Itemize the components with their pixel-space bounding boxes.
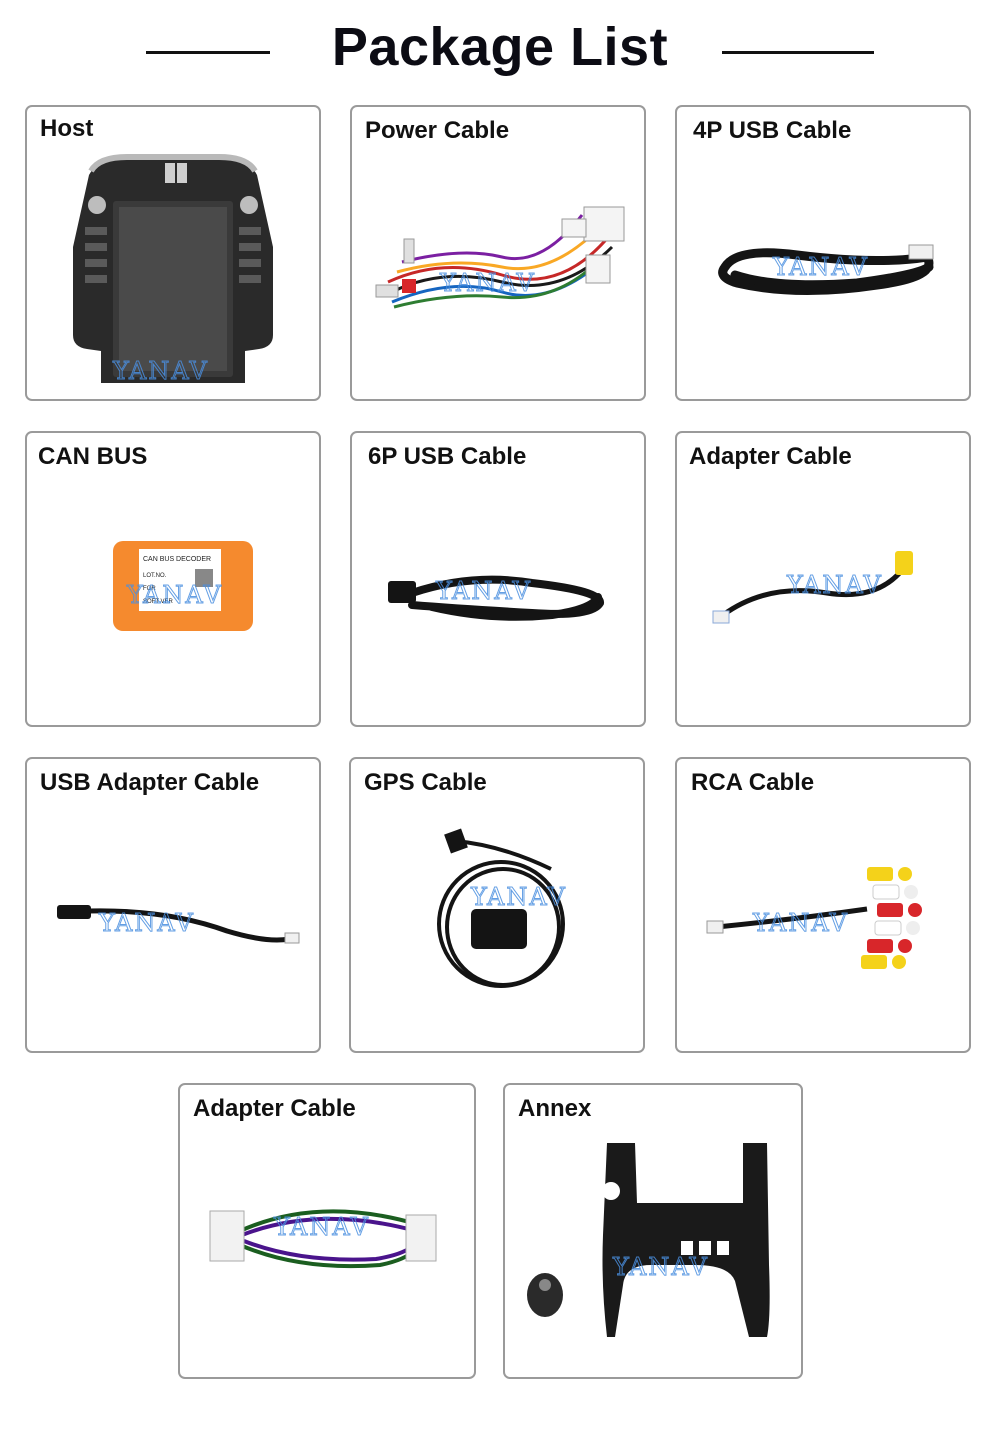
- sticker-line: SOFT VER: [143, 599, 174, 605]
- title-rule-left: [146, 51, 270, 54]
- sticker-line: FOR: [143, 586, 156, 592]
- item-card-power-cable: YANAV Power Cable: [350, 105, 646, 401]
- watermark-text: YANAV: [752, 909, 849, 937]
- item-card-host: YANAV Host: [25, 105, 321, 401]
- annex-bracket-image: YANAV: [527, 1143, 770, 1337]
- 6p-usb-cable-image: YANAV: [388, 575, 604, 621]
- usb-adapter-cable-image: YANAV: [57, 905, 300, 944]
- item-card-can-bus: CAN BUS DECODER LOT.NO. FOR SOFT VER YAN…: [25, 431, 321, 727]
- page-title: Package List: [331, 17, 669, 77]
- watermark-text: YANAV: [435, 577, 532, 605]
- item-label: 4P USB Cable: [693, 117, 852, 144]
- item-card-adapter-cable: YANAV Adapter Cable: [675, 431, 971, 727]
- watermark-text: YANAV: [772, 253, 869, 281]
- watermark-text: YANAV: [126, 581, 223, 609]
- item-card-adapter-cable-harness: YANAV Adapter Cable: [178, 1083, 476, 1379]
- item-label: RCA Cable: [691, 769, 815, 796]
- title-rule-right: [722, 51, 874, 54]
- item-label: CAN BUS: [38, 443, 148, 470]
- item-card-4p-usb-cable: YANAV 4P USB Cable: [675, 105, 971, 401]
- item-label: Adapter Cable: [193, 1095, 356, 1122]
- 4p-usb-cable-image: YANAV: [718, 244, 934, 295]
- gps-cable-image: YANAV: [437, 828, 567, 988]
- watermark-text: YANAV: [786, 571, 883, 599]
- item-label: Annex: [518, 1095, 592, 1122]
- watermark-text: YANAV: [112, 357, 209, 385]
- rca-cable-image: YANAV: [706, 867, 922, 969]
- item-card-usb-adapter-cable: YANAV USB Adapter Cable: [25, 757, 321, 1053]
- watermark-text: YANAV: [612, 1253, 709, 1281]
- item-card-6p-usb-cable: YANAV 6P USB Cable: [350, 431, 646, 727]
- adapter-harness-image: YANAV: [209, 1209, 437, 1269]
- header: Package List: [0, 0, 1000, 100]
- item-label: 6P USB Cable: [368, 443, 527, 470]
- watermark-text: YANAV: [98, 909, 195, 937]
- item-card-gps-cable: YANAV GPS Cable: [349, 757, 645, 1053]
- watermark-text: YANAV: [470, 883, 567, 911]
- sticker-line: CAN BUS DECODER: [143, 556, 211, 563]
- watermark-text: YANAV: [439, 269, 536, 297]
- item-label: GPS Cable: [364, 769, 487, 796]
- item-label: Power Cable: [365, 117, 510, 144]
- can-bus-decoder-image: CAN BUS DECODER LOT.NO. FOR SOFT VER YAN…: [113, 541, 253, 631]
- item-label: Host: [40, 115, 94, 142]
- item-label: Adapter Cable: [689, 443, 852, 470]
- item-card-rca-cable: YANAV RCA Cable: [675, 757, 971, 1053]
- item-label: USB Adapter Cable: [40, 769, 260, 796]
- host-radio-image: YANAV: [73, 154, 273, 386]
- sticker-line: LOT.NO.: [143, 573, 167, 579]
- item-card-annex: YANAV Annex: [503, 1083, 803, 1379]
- adapter-cable-image: YANAV: [712, 551, 913, 624]
- power-cable-image: YANAV: [375, 206, 625, 309]
- watermark-text: YANAV: [273, 1213, 370, 1241]
